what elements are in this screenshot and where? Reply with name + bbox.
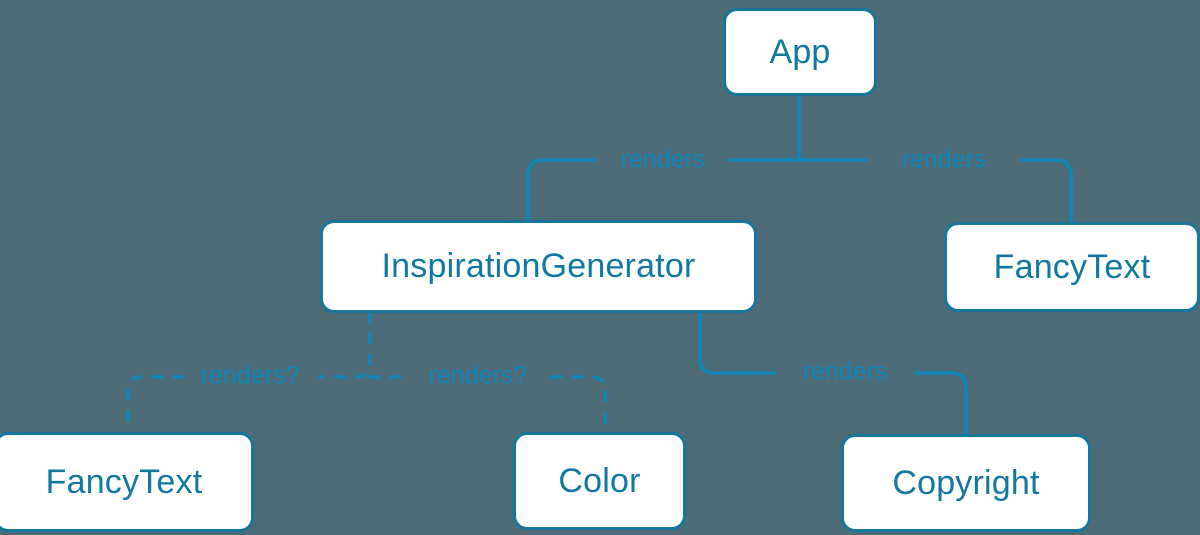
node-app[interactable]: App: [723, 8, 877, 96]
edge-inspiration-generator-copyright: [698, 311, 777, 375]
node-fancytext-left[interactable]: FancyText: [0, 432, 254, 532]
edge-inspiration-generator-copyright-tail: [914, 371, 968, 436]
edge-label-app-inspiration-generator: renders: [620, 145, 706, 174]
edge-app-inspiration-generator: [728, 94, 801, 162]
edge-label-inspiration-generator-fancytext: renders?: [200, 361, 300, 390]
edge-app-fancytext-tail: [1019, 158, 1073, 224]
edge-label-inspiration-generator-copyright: renders: [802, 357, 888, 386]
edge-label-inspiration-generator-color: renders?: [428, 361, 528, 390]
edge-inspiration-generator-fancytext-optional-tail: [126, 375, 185, 434]
node-inspiration-generator[interactable]: InspirationGenerator: [320, 220, 757, 313]
node-color[interactable]: Color: [513, 432, 686, 530]
node-copyright[interactable]: Copyright: [841, 434, 1091, 532]
edge-inspiration-generator-fancytext-optional: [318, 311, 372, 379]
edge-label-app-fancytext: renders: [901, 145, 987, 174]
edge-app-inspiration-generator-tail: [526, 158, 598, 222]
edge-inspiration-generator-color-optional-tail: [550, 375, 607, 434]
node-fancytext-right[interactable]: FancyText: [944, 222, 1200, 312]
